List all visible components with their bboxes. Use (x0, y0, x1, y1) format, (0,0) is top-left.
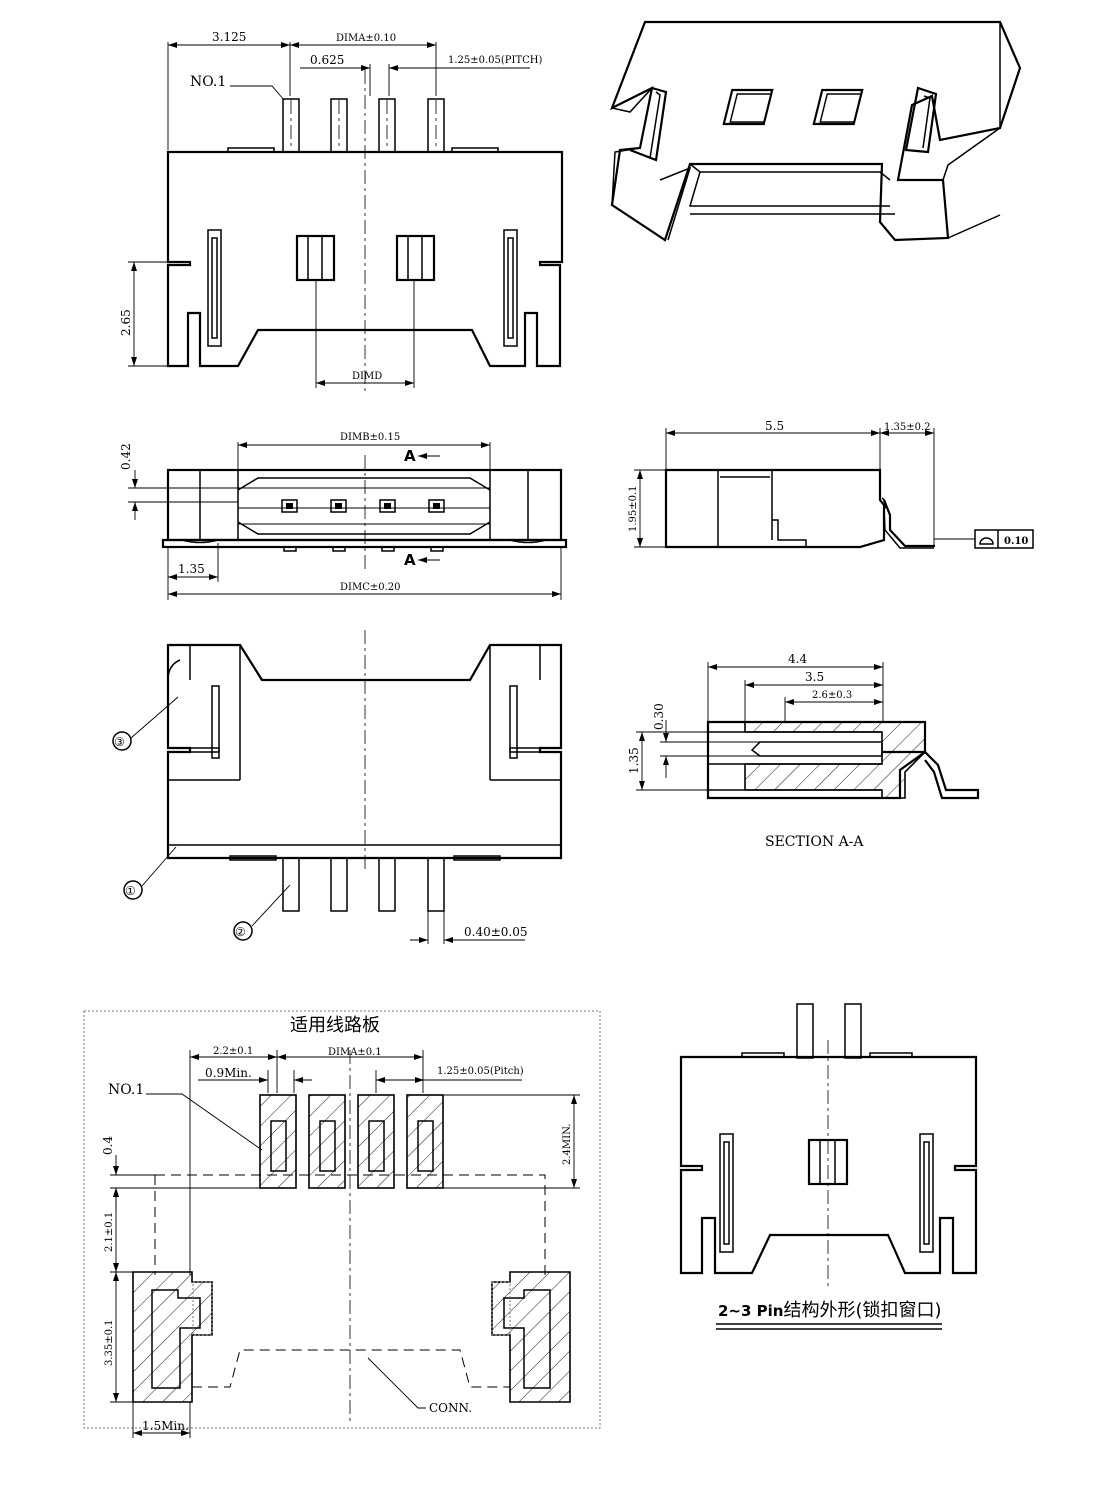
front-view: DIMB±0.15 A A 0.42 (119, 432, 568, 600)
dim-dima-pcb: DIMA±0.1 (328, 1047, 382, 1058)
callout-3: ③ (114, 735, 125, 749)
dim-dimd: DIMD (352, 371, 382, 382)
dim-55: 5.5 (765, 419, 784, 433)
dim-21: 2.1±0.1 (104, 1212, 115, 1252)
dim-26: 2.6±0.3 (812, 690, 852, 701)
dim-pitch: 1.25±0.05(PITCH) (448, 55, 543, 66)
isometric-view (609, 20, 1022, 242)
dim-09: 0.9Min. (205, 1066, 252, 1080)
pcb-title: 适用线路板 (290, 1015, 380, 1036)
dim-135-front: 1.35 (178, 562, 205, 576)
top-view: 3.125 DIMA±0.10 0.625 1.25±0.05(PITCH) N… (119, 30, 564, 395)
dim-35: 3.5 (805, 670, 824, 684)
section-title: SECTION A-A (765, 834, 864, 850)
small-2-3-pin-view: 2~3 Pin结构外形(锁扣窗口) (679, 1003, 978, 1330)
dim-195: 1.95±0.1 (628, 485, 639, 532)
dim-44: 4.4 (788, 652, 807, 666)
small-view-caption: 2~3 Pin结构外形(锁扣窗口) (718, 1300, 942, 1321)
dim-135-side: 1.35±0.2 (884, 422, 931, 433)
dim-dimc: DIMC±0.20 (340, 582, 401, 593)
dim-3125: 3.125 (212, 30, 246, 44)
section-view: 4.4 3.5 2.6±0.3 0.30 1.35 SECTION A-A (627, 652, 980, 850)
dim-335: 3.35±0.1 (104, 1319, 115, 1366)
dim-265: 2.65 (119, 309, 133, 336)
caption-rest: 结构外形(锁扣窗口) (783, 1300, 941, 1321)
pcb-layout: 适用线路板 2.2±0.1 DIMA±0.1 0.9Min. 1.25±0.05… (83, 1010, 601, 1438)
dim-dimb: DIMB±0.15 (340, 432, 400, 443)
dim-0625: 0.625 (310, 53, 344, 67)
dim-15: 1.5Min. (142, 1419, 189, 1433)
no1-pcb-label: NO.1 (108, 1082, 144, 1098)
section-mark-top: A (404, 447, 416, 465)
bottom-view: ③ ① ② 0.40±0.05 (112, 630, 563, 944)
flatness-value: 0.10 (1004, 536, 1028, 547)
dim-030: 0.30 (652, 703, 666, 730)
dim-24: 2.4MIN. (562, 1124, 573, 1165)
dim-042: 0.42 (119, 443, 133, 470)
dim-dima: DIMA±0.10 (336, 33, 396, 44)
section-mark-bottom: A (404, 551, 416, 569)
side-view: 5.5 1.35±0.2 1.95±0.1 0.10 (628, 419, 1034, 549)
dim-135-section: 1.35 (627, 747, 641, 774)
dim-04: 0.4 (101, 1136, 115, 1155)
dim-040: 0.40±0.05 (464, 925, 528, 939)
dim-pitch-pcb: 1.25±0.05(Pitch) (437, 1066, 524, 1077)
no1-label: NO.1 (190, 74, 226, 90)
conn-label: CONN. (429, 1401, 472, 1415)
dim-22: 2.2±0.1 (213, 1046, 253, 1057)
callout-1: ① (125, 884, 136, 898)
caption-bold: 2~3 Pin (718, 1302, 783, 1320)
callout-2: ② (235, 925, 246, 939)
